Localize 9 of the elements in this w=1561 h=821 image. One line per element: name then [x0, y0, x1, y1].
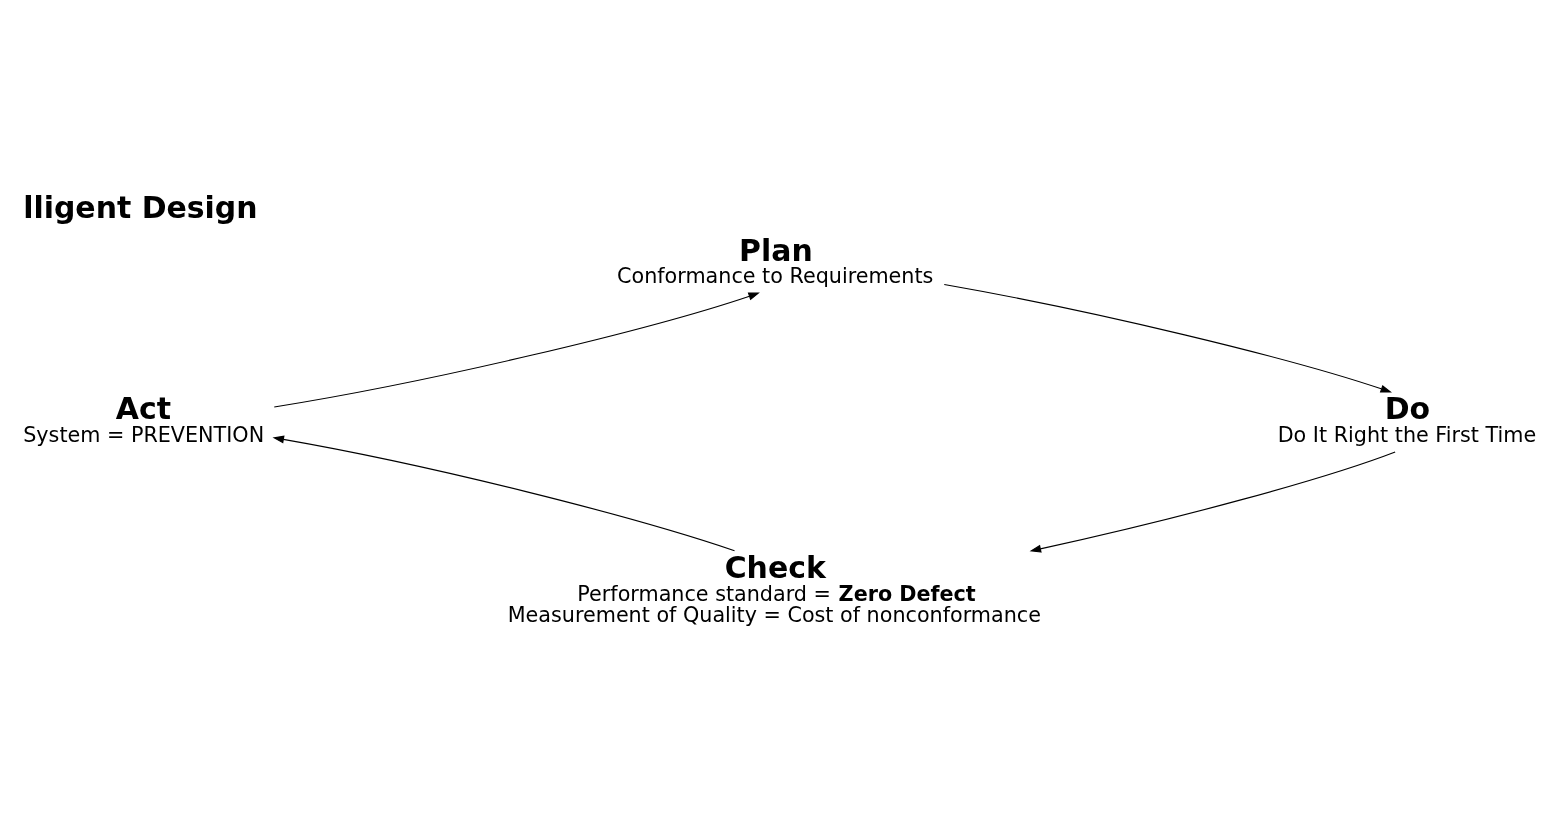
arrow	[272, 435, 736, 551]
node-text: Do Do It Right the First Time	[1277, 390, 1537, 447]
arrow	[1029, 450, 1396, 553]
arrow	[943, 283, 1392, 393]
node-text: Plan Conformance to Requirements	[617, 232, 934, 288]
node-text: Act System = PREVENTION	[23, 390, 265, 447]
diagram-title: lligent Design	[23, 189, 258, 225]
node-text: Check Performance standard = Zero Defect Measurement of Quality = Cost of nonconformance	[507, 549, 1041, 626]
arrow	[273, 292, 760, 408]
